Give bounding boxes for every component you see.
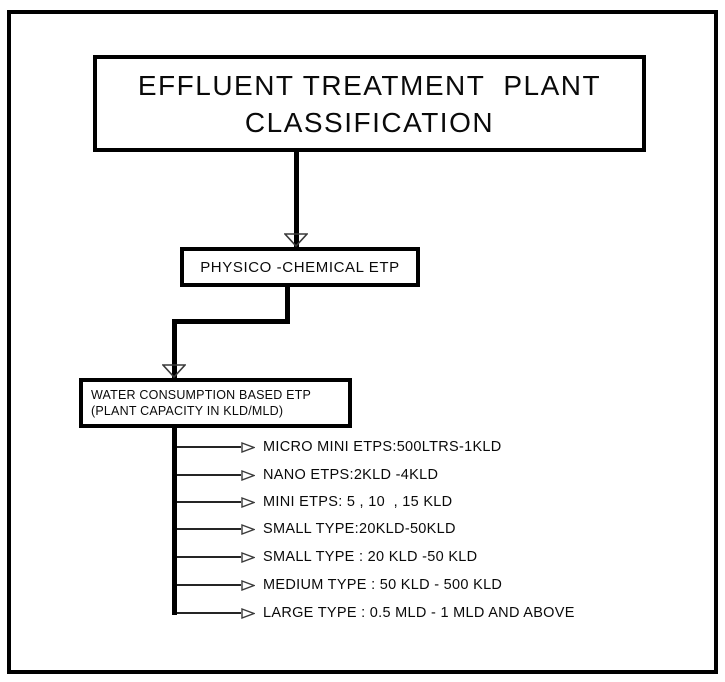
arrow-right-icon — [241, 496, 255, 508]
branch-line — [177, 612, 241, 614]
arrow-right-icon — [241, 579, 255, 591]
list-item-label: MINI ETPS: 5 , 10 , 15 KLD — [263, 494, 453, 510]
node-water-consumption-etp: WATER CONSUMPTION BASED ETP (PLANT CAPAC… — [79, 378, 352, 428]
arrow-down-icon — [162, 364, 186, 378]
node-title: EFFLUENT TREATMENT PLANT CLASSIFICATION — [93, 55, 646, 152]
arrow-right-icon — [241, 469, 255, 481]
arrow-right-icon — [241, 441, 255, 453]
connector-spine — [172, 428, 177, 615]
arrow-right-icon — [241, 551, 255, 563]
branch-line — [177, 556, 241, 558]
list-item: SMALL TYPE:20KLD-50KLD — [177, 518, 456, 540]
list-item-label: MICRO MINI ETPS:500LTRS-1KLD — [263, 439, 502, 455]
list-item-label: NANO ETPS:2KLD -4KLD — [263, 467, 439, 483]
list-item-label: SMALL TYPE : 20 KLD -50 KLD — [263, 549, 478, 565]
list-item: SMALL TYPE : 20 KLD -50 KLD — [177, 546, 477, 568]
arrow-right-icon — [241, 607, 255, 619]
arrow-right-icon — [241, 523, 255, 535]
water-label-line-2: (PLANT CAPACITY IN KLD/MLD) — [91, 404, 284, 418]
title-line-1: EFFLUENT TREATMENT PLANT — [137, 69, 602, 101]
list-item: MICRO MINI ETPS:500LTRS-1KLD — [177, 436, 502, 458]
branch-line — [177, 584, 241, 586]
list-item: NANO ETPS:2KLD -4KLD — [177, 464, 438, 486]
connector-physico-elbow — [172, 319, 290, 324]
list-item-label: MEDIUM TYPE : 50 KLD - 500 KLD — [263, 577, 503, 593]
list-item: LARGE TYPE : 0.5 MLD - 1 MLD AND ABOVE — [177, 602, 575, 624]
branch-line — [177, 474, 241, 476]
branch-line — [177, 528, 241, 530]
branch-line — [177, 501, 241, 503]
outer-frame — [7, 10, 718, 674]
arrow-down-icon — [284, 233, 308, 247]
list-item: MINI ETPS: 5 , 10 , 15 KLD — [177, 491, 452, 513]
title-line-2: CLASSIFICATION — [244, 106, 495, 138]
water-label-line-1: WATER CONSUMPTION BASED ETP — [91, 388, 311, 402]
connector-physico-to-water — [172, 319, 177, 378]
physico-label: PHYSICO -CHEMICAL ETP — [200, 258, 400, 276]
branch-line — [177, 446, 241, 448]
list-item-label: LARGE TYPE : 0.5 MLD - 1 MLD AND ABOVE — [263, 605, 575, 621]
connector-physico-drop — [285, 287, 290, 324]
list-item-label: SMALL TYPE:20KLD-50KLD — [263, 521, 456, 537]
node-physico-chemical-etp: PHYSICO -CHEMICAL ETP — [180, 247, 420, 287]
connector-title-to-physico — [294, 152, 299, 247]
list-item: MEDIUM TYPE : 50 KLD - 500 KLD — [177, 574, 502, 596]
